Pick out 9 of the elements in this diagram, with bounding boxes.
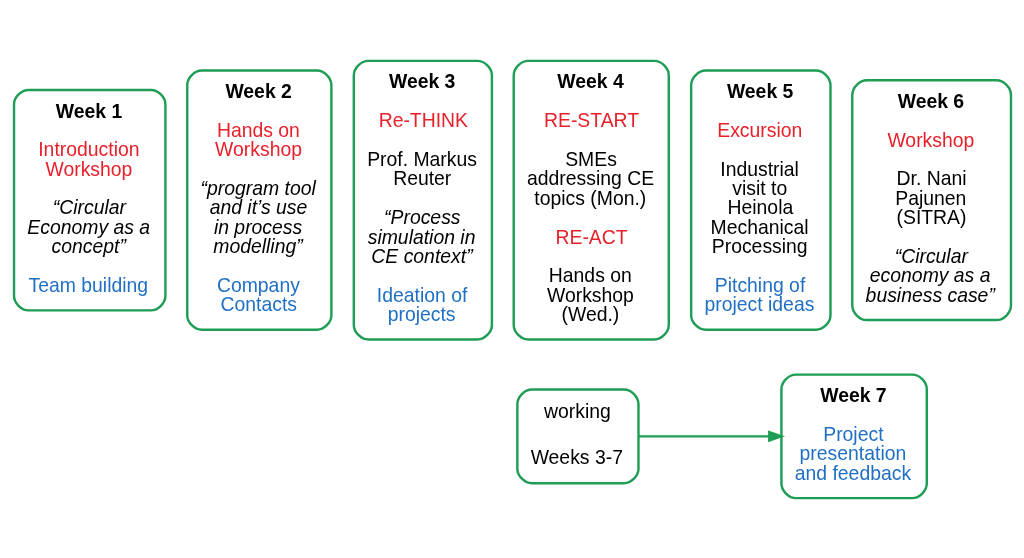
node-box: Week 7 Project presentation and feedback [779, 372, 928, 499]
arrow [638, 429, 785, 442]
node-box: working Weeks 3-7 [515, 387, 640, 484]
node-box: Week 1 Introduction Workshop “Circular Economy as a concept” Team building [12, 88, 167, 312]
node-box: Week 4 RE-START SMEs addressing CE topics (Mon.) RE-ACT Hands on Workshop (Wed.) [512, 59, 670, 341]
node-box: Week 5 Excursion Industrial visit to Heinola Mechanical Processing Pitching of project ideas [689, 68, 832, 331]
node-box: Week 6 Workshop Dr. Nani Pajunen (SITRA) “Circular economy as a business case” [850, 78, 1012, 321]
node-box: Week 2 Hands on Workshop “program tool and it’s use in process modelling” Company Contacts [185, 68, 333, 331]
node-box: Week 3 Re-THINK Prof. Markus Reuter “Process simulation in CE context” Ideation of projects [352, 59, 493, 341]
